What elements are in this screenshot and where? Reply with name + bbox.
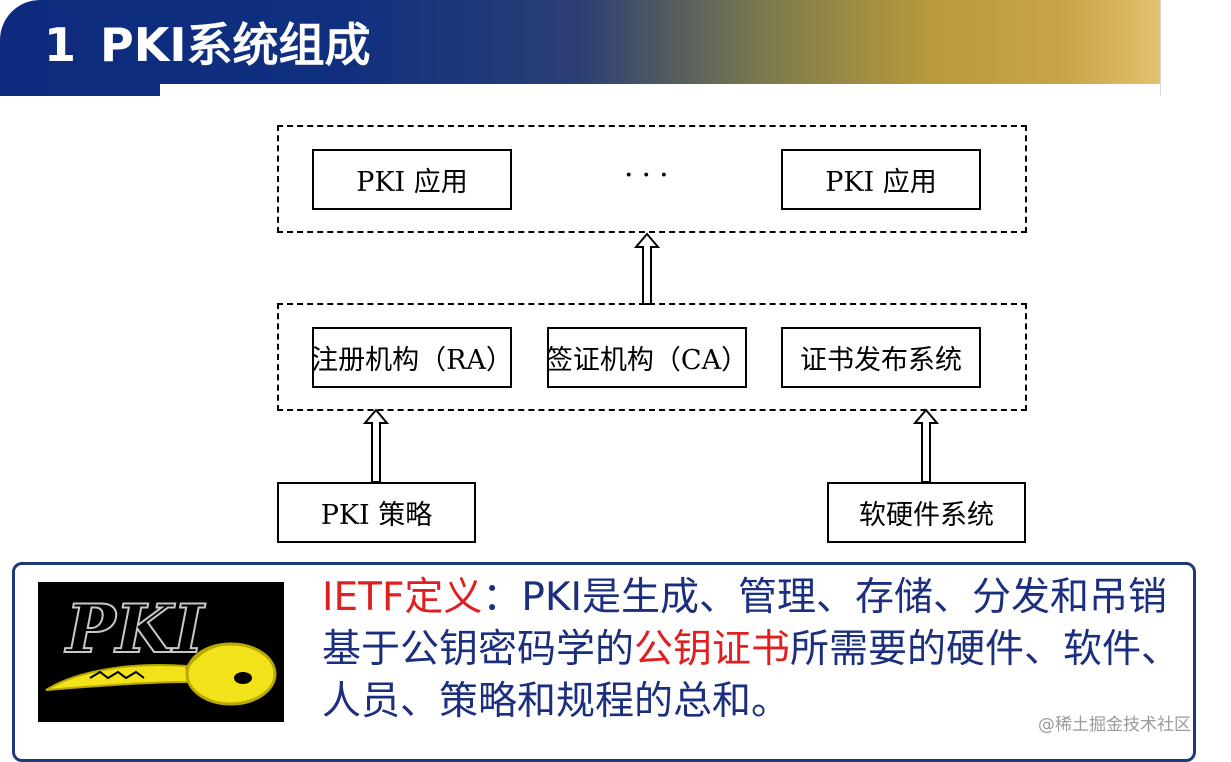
ra-box: 注册机构（RA） bbox=[311, 327, 513, 388]
section-title: PKI系统组成 bbox=[100, 18, 371, 72]
divider-line bbox=[1160, 0, 1161, 96]
header-banner: 1 PKI系统组成 bbox=[0, 0, 1160, 98]
cert-publish-box: 证书发布系统 bbox=[781, 327, 981, 388]
cert-publish-label: 证书发布系统 bbox=[800, 345, 962, 376]
pki-application-label-left: PKI 应用 bbox=[356, 167, 468, 198]
pki-application-label-right: PKI 应用 bbox=[825, 167, 937, 198]
key-icon: PKI bbox=[38, 582, 284, 722]
definition-text-part2: 所需要的硬件、软件、人员、策略和规程的总和。 bbox=[322, 627, 1181, 724]
definition-colon: ： bbox=[482, 575, 522, 620]
header-right-strip bbox=[1160, 0, 1231, 96]
hw-sw-label: 软硬件系统 bbox=[859, 500, 994, 531]
watermark: @稀土掘金技术社区 bbox=[1038, 715, 1191, 735]
ca-label: 签证机构（CA） bbox=[545, 345, 749, 376]
logo-text: PKI bbox=[64, 590, 206, 668]
header-cutout bbox=[160, 84, 1160, 98]
page-title: 1 PKI系统组成 bbox=[44, 12, 371, 78]
arrow-up-from-hw-sw bbox=[912, 408, 940, 483]
section-number: 1 bbox=[44, 18, 77, 72]
ietf-definition: IETF定义：PKI是生成、管理、存储、分发和吊销基于公钥密码学的公钥证书所需要… bbox=[322, 572, 1182, 728]
ellipsis: ··· bbox=[624, 158, 677, 193]
pki-application-box-left: PKI 应用 bbox=[312, 149, 512, 210]
arrow-up-to-applications bbox=[633, 232, 661, 305]
pki-policy-box: PKI 策略 bbox=[277, 482, 476, 543]
ra-label: 注册机构（RA） bbox=[311, 345, 513, 376]
ellipsis-text: ··· bbox=[624, 158, 677, 193]
applications-group bbox=[277, 125, 1027, 233]
definition-highlight: 公钥证书 bbox=[634, 627, 791, 672]
core-components-group bbox=[277, 303, 1027, 411]
pki-key-logo: PKI bbox=[38, 582, 284, 722]
pki-application-box-right: PKI 应用 bbox=[781, 149, 981, 210]
ca-box: 签证机构（CA） bbox=[545, 327, 749, 388]
pki-policy-label: PKI 策略 bbox=[320, 500, 433, 531]
definition-text-part1: PKI是生成、管理、存储、分发和吊销基于公钥密码学的 bbox=[322, 575, 1168, 672]
header-gradient bbox=[0, 0, 1160, 96]
hw-sw-box: 软硬件系统 bbox=[827, 482, 1026, 543]
definition-label: IETF定义 bbox=[322, 575, 483, 620]
arrow-up-from-policy bbox=[362, 408, 390, 483]
